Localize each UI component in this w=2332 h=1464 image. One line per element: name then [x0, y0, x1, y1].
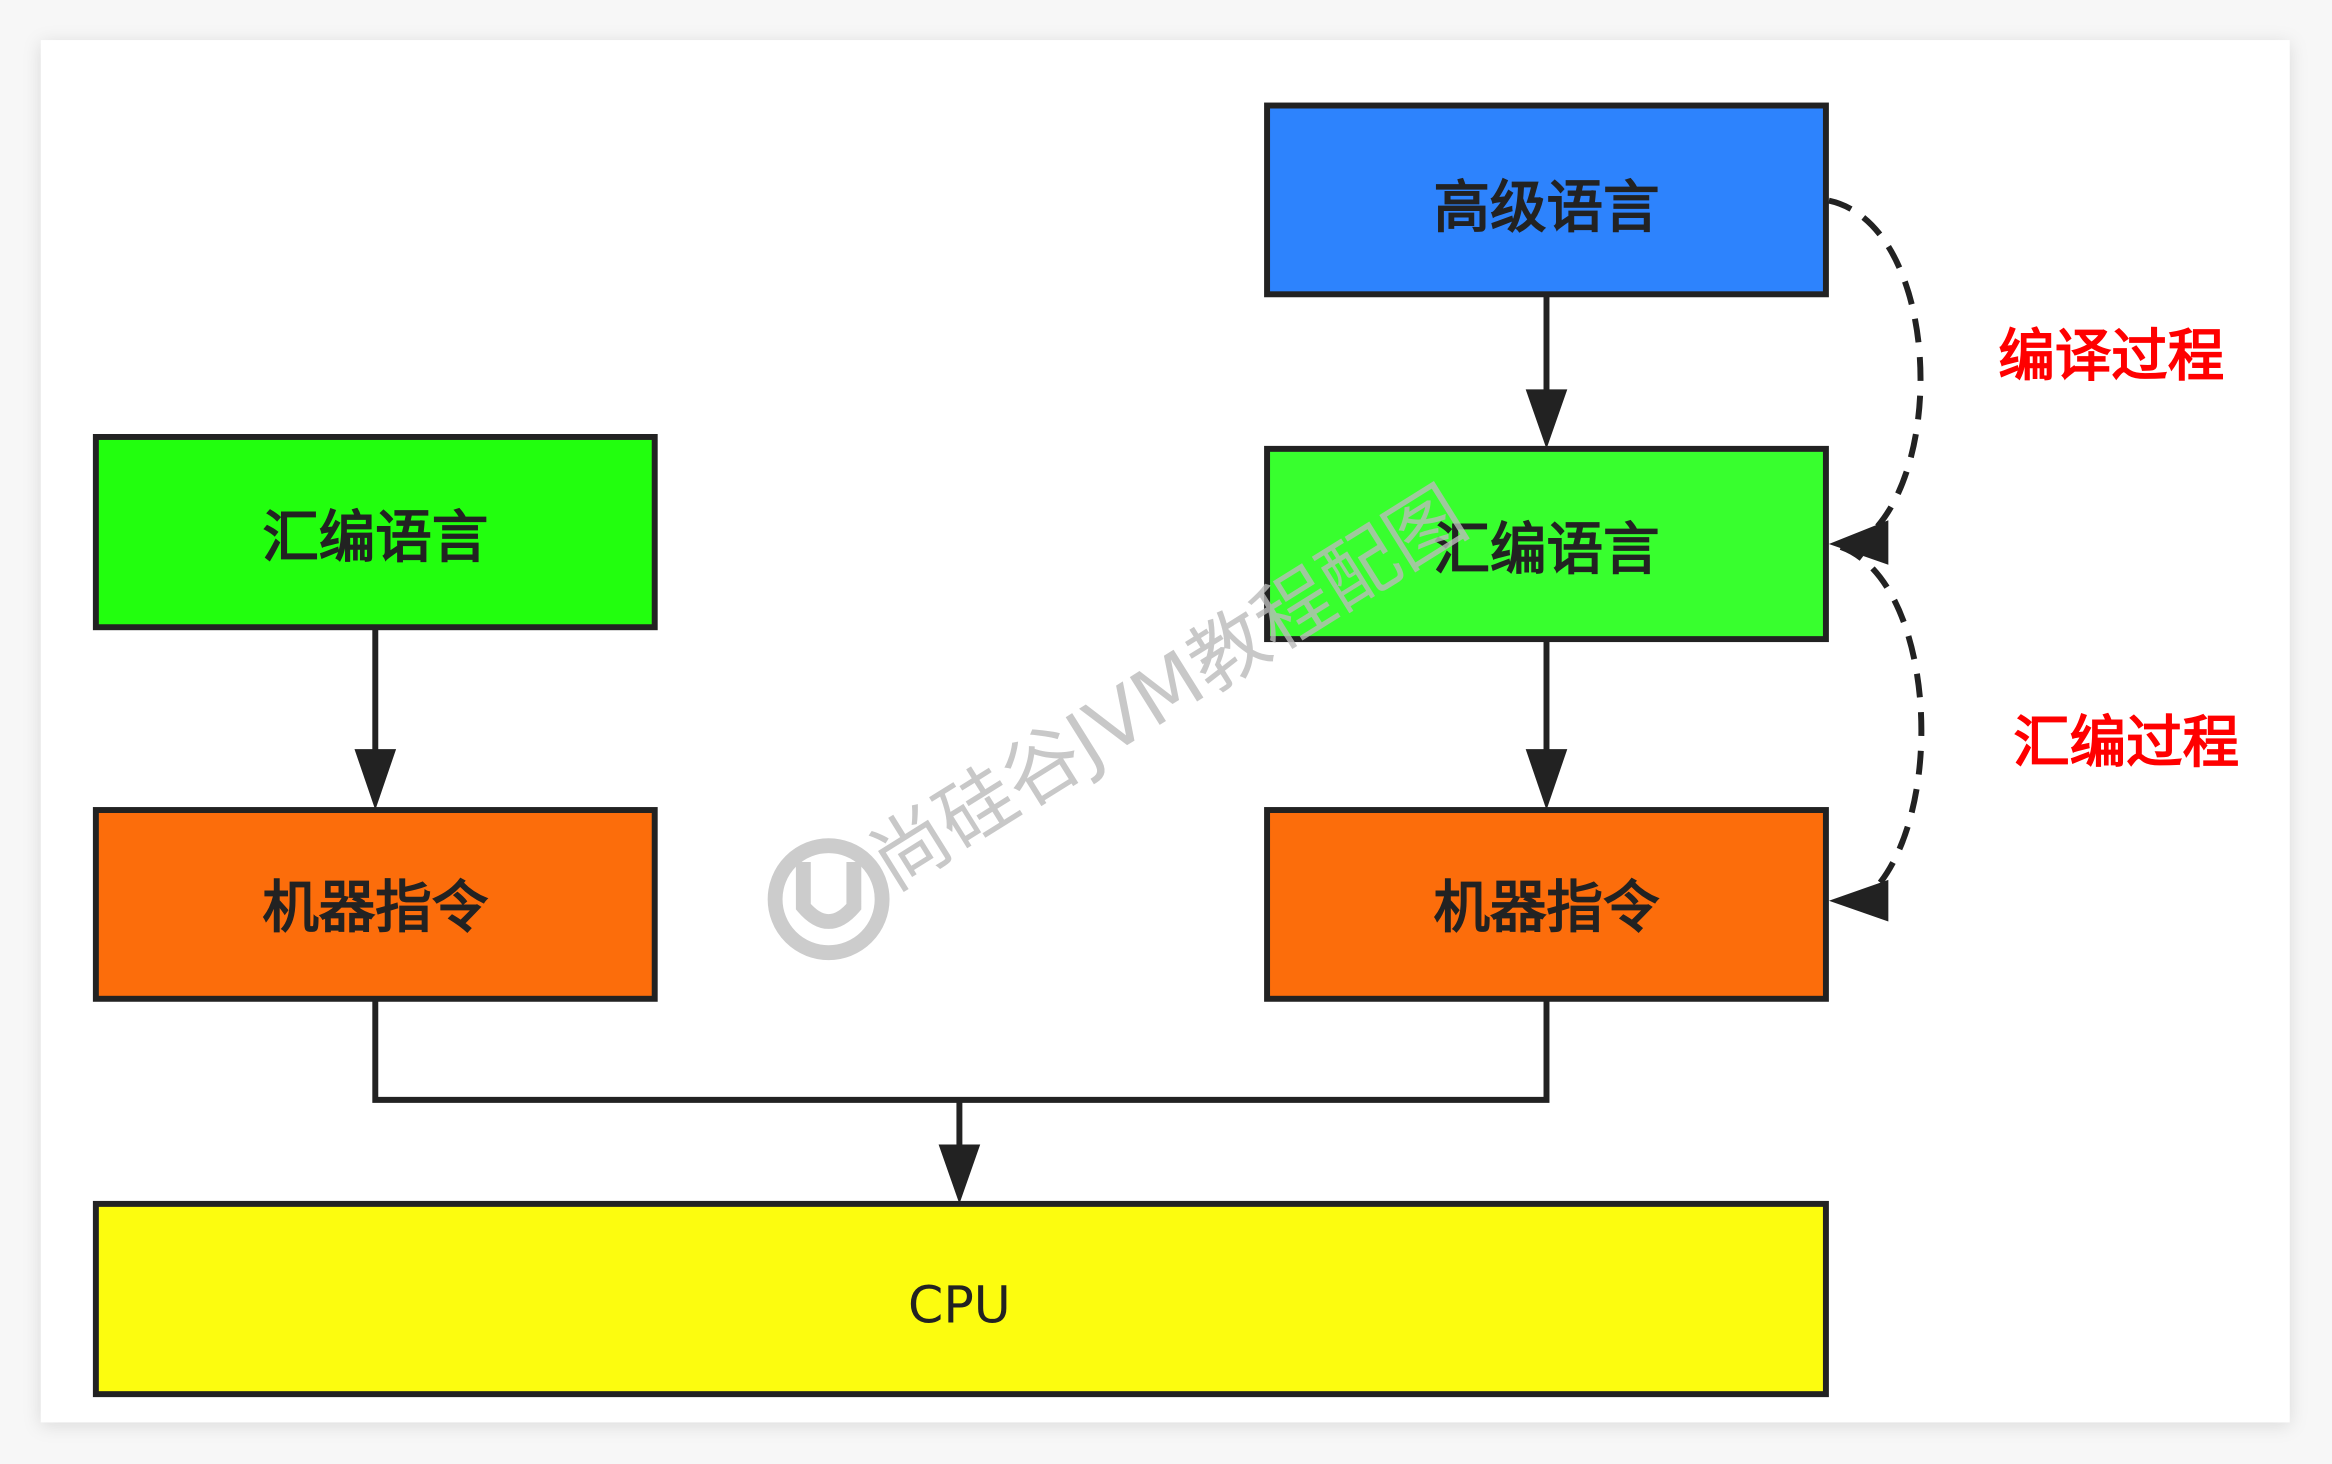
machine-instruction-box-right	[1264, 807, 1829, 1002]
cpu-label: CPU	[908, 1275, 1011, 1334]
card-background	[40, 40, 2290, 1423]
high-level-language-box	[1264, 102, 1829, 298]
assemble-process-label: 汇编过程	[2013, 711, 2239, 776]
compile-process-label: 编译过程	[1998, 324, 2224, 389]
cpu-box	[92, 1200, 1829, 1398]
arrowhead-icon	[1525, 389, 1568, 449]
machine-instruction-label-right: 机器指令	[1434, 876, 1660, 941]
compile-dashed-curve	[1828, 197, 1924, 530]
assembly-language-label-left: 汇编语言	[262, 506, 488, 571]
arrowhead-icon	[1828, 879, 1889, 922]
arrowhead-icon	[354, 749, 397, 811]
machine-instruction-box-left	[92, 807, 658, 1002]
arrowhead-icon	[1828, 520, 1889, 565]
assembly-language-label-right: 汇编语言	[1434, 517, 1660, 582]
high-level-language-label: 高级语言	[1434, 176, 1660, 241]
arrowhead-icon	[1525, 749, 1568, 811]
arrowhead-icon	[938, 1144, 981, 1204]
assembly-language-box-left	[92, 433, 658, 631]
machine-instruction-label-left: 机器指令	[262, 876, 488, 941]
assemble-dashed-curve	[1839, 544, 1925, 890]
assembly-language-box-right	[1264, 445, 1829, 643]
watermark-logo-icon	[767, 838, 890, 961]
